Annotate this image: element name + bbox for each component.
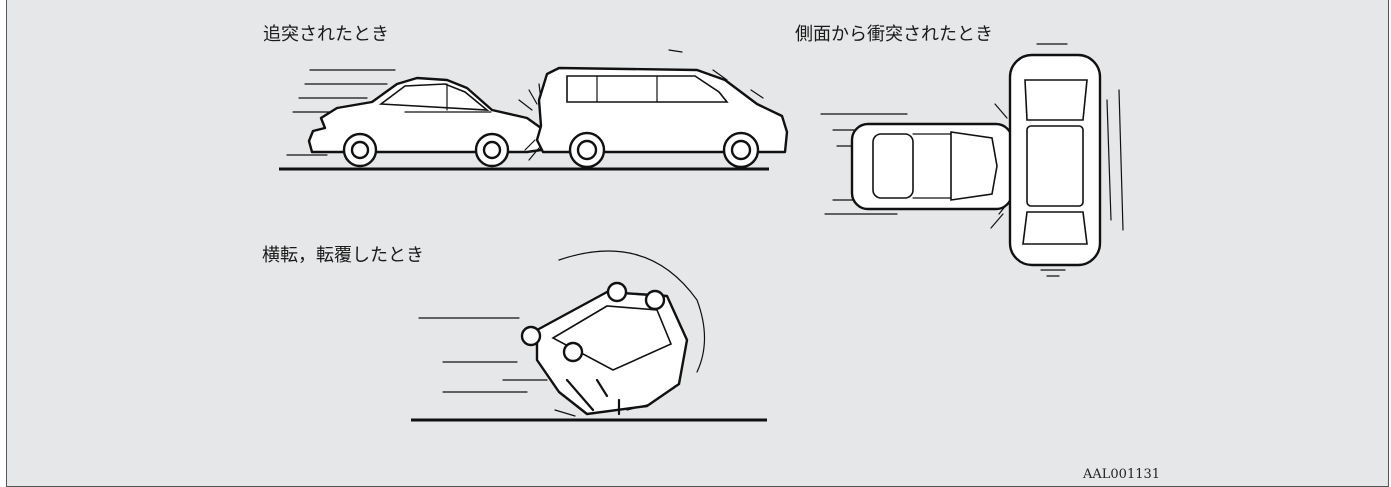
figure-code: AAL001131 bbox=[1083, 467, 1161, 482]
rolling-car bbox=[520, 281, 689, 416]
illustration-canvas bbox=[279, 43, 1124, 422]
impacted-car bbox=[1008, 53, 1124, 277]
side-impact-car bbox=[850, 122, 1014, 211]
rotation-arc bbox=[558, 250, 706, 373]
diagram-panel: 追突されたとき 側面から衝突されたとき 横転，転覆したとき AAL001131 bbox=[6, 0, 1389, 487]
van-car bbox=[535, 49, 789, 169]
impact-marks-roll bbox=[554, 403, 652, 417]
speed-lines bbox=[286, 69, 396, 156]
impact-marks bbox=[518, 83, 542, 161]
caption-side-collision: 側面から衝突されたとき bbox=[795, 24, 993, 45]
caption-rear-collision: 追突されたとき bbox=[263, 24, 389, 45]
speed-lines-roll bbox=[418, 317, 548, 393]
rear-collision-illustration bbox=[279, 49, 789, 171]
sedan-car bbox=[307, 76, 543, 168]
impact-marks-side bbox=[990, 103, 1008, 229]
rollover-illustration bbox=[411, 250, 767, 422]
side-collision-illustration bbox=[820, 43, 1124, 277]
caption-rollover: 横転，転覆したとき bbox=[262, 245, 424, 266]
